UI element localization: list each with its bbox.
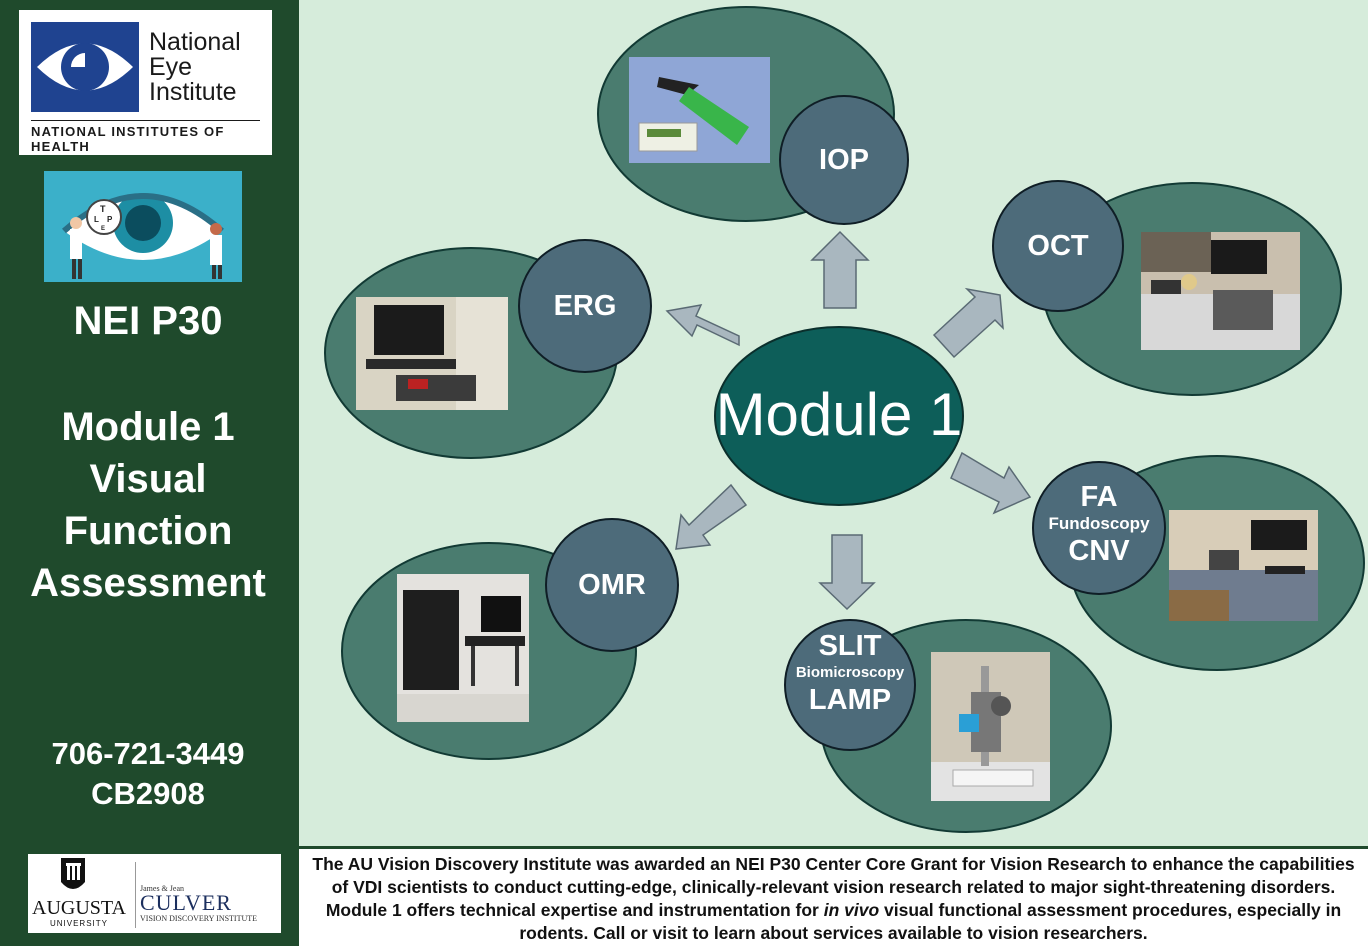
logo-divider <box>135 862 136 928</box>
arrow-down-left-icon <box>675 483 748 550</box>
culver-small-text: James & Jean <box>140 884 184 893</box>
optomotor-icon <box>397 574 529 722</box>
slit-label-line2: Biomicroscopy <box>795 664 905 681</box>
erg-label: ERG <box>553 290 617 322</box>
slit-label-line3: LAMP <box>808 684 892 716</box>
arrow-down-right-icon <box>950 451 1032 515</box>
fa-photo <box>1169 510 1318 621</box>
module-line-3: Function <box>63 509 233 553</box>
footer-text-part2: visual functional assessment procedures,… <box>519 900 1342 943</box>
oct-circle <box>992 180 1124 312</box>
footer-description: The AU Vision Discovery Institute was aw… <box>299 849 1368 946</box>
module-line-2: Visual <box>89 457 207 501</box>
arrow-up-left-icon <box>665 304 740 347</box>
omr-circle <box>545 518 679 652</box>
arrow-up-icon <box>810 230 870 309</box>
erg-instrument-icon <box>356 297 508 410</box>
arrow-down-icon <box>818 534 876 611</box>
oct-photo <box>1141 232 1300 350</box>
fa-label-line2: Fundoscopy <box>1048 514 1150 533</box>
footer-text: The AU Vision Discovery Institute was aw… <box>307 853 1360 945</box>
nei-divider <box>31 120 260 121</box>
oct-instrument-icon <box>1141 232 1300 350</box>
module-center-label: Module 1 <box>715 381 963 448</box>
module-title: Module 1 Visual Function Assessment <box>0 401 296 609</box>
augusta-subtitle: UNIVERSITY <box>49 919 108 928</box>
module-line-4: Assessment <box>30 561 266 605</box>
fa-label-line1: FA <box>1080 481 1118 513</box>
contact-info: 706-721-3449 CB2908 <box>0 734 296 814</box>
iop-label: IOP <box>819 144 869 176</box>
culver-name: CULVER <box>140 890 232 915</box>
sidebar: National Eye Institute NATIONAL INSTITUT… <box>0 0 296 946</box>
nei-eye-logo-icon <box>31 22 139 112</box>
chart-letter-l: L <box>94 215 99 224</box>
fundus-imaging-icon <box>1169 510 1318 621</box>
fa-label-line3: CNV <box>1068 535 1130 567</box>
slit-circle <box>784 619 916 751</box>
footer-text-part1: The AU Vision Discovery Institute was aw… <box>312 854 1355 920</box>
iop-circle <box>779 95 909 225</box>
slit-label: SLIT Biomicroscopy LAMP <box>785 630 915 716</box>
eye-illustration-icon <box>44 171 242 282</box>
iop-photo <box>629 57 770 163</box>
nei-logo-text: National Eye Institute <box>149 30 241 105</box>
chart-letter-p: P <box>107 215 113 224</box>
tonometer-icon <box>629 57 770 163</box>
room-number: CB2908 <box>91 776 205 811</box>
nei-logo: National Eye Institute NATIONAL INSTITUT… <box>19 10 272 155</box>
program-title: NEI P30 <box>73 299 223 343</box>
phone-number: 706-721-3449 <box>51 736 245 771</box>
fa-label: FA Fundoscopy CNV <box>1033 481 1165 567</box>
chart-letter-t: T <box>100 204 106 214</box>
slit-label-line1: SLIT <box>818 630 882 662</box>
module-center-ellipse <box>714 326 964 506</box>
nei-line2: Eye <box>149 53 193 81</box>
erg-circle <box>518 239 652 373</box>
eye-illustration: T L P E <box>44 171 242 282</box>
augusta-name: AUGUSTA <box>32 897 126 919</box>
oct-label: OCT <box>1027 230 1089 262</box>
module-diagram: Module 1 IOP OCT ERG OMR FA Fundoscopy C… <box>299 0 1368 846</box>
culver-subtitle: VISION DISCOVERY INSTITUTE <box>140 914 258 923</box>
omr-label: OMR <box>578 569 646 601</box>
nei-line3: Institute <box>149 78 237 106</box>
erg-photo <box>356 297 508 410</box>
omr-photo <box>397 574 529 722</box>
augusta-seal-icon <box>61 858 85 889</box>
university-logos: AUGUSTA UNIVERSITY James & Jean CULVER V… <box>28 854 281 933</box>
chart-letter-e: E <box>101 226 106 232</box>
slit-lamp-photo <box>931 652 1050 801</box>
nei-line1: National <box>149 28 241 56</box>
nei-subtitle: NATIONAL INSTITUTES OF HEALTH <box>31 124 225 154</box>
fa-circle <box>1032 461 1166 595</box>
slit-lamp-icon <box>931 652 1050 801</box>
module-line-1: Module 1 <box>61 405 235 449</box>
footer-text-italic: in vivo <box>823 900 880 920</box>
arrow-up-right-icon <box>932 287 1004 359</box>
